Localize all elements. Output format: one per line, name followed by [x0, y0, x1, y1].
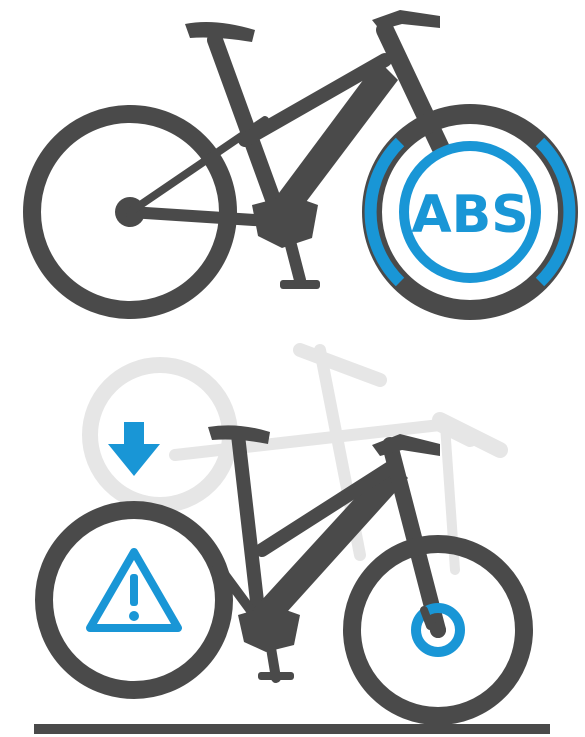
saddle	[208, 425, 270, 444]
rear-wheel	[35, 501, 233, 699]
front-wheel	[343, 535, 533, 725]
abs-label: ABS	[411, 185, 528, 245]
ground-line	[34, 724, 550, 734]
front-brake-disc-icon	[411, 603, 465, 657]
warning-triangle-icon	[86, 548, 182, 632]
rear-wheel	[23, 105, 237, 319]
saddle	[185, 22, 255, 42]
handlebar	[372, 434, 440, 456]
abs-badge	[399, 141, 541, 283]
rear-lift-scene	[34, 343, 550, 734]
ebike-icon: ABS	[23, 10, 578, 320]
down-arrow-icon	[108, 422, 160, 476]
rear-lift-illustration	[0, 330, 585, 737]
battery-down-tube	[248, 460, 408, 622]
handlebar	[372, 10, 440, 30]
battery-down-tube	[270, 60, 398, 210]
abs-bike-illustration: ABS	[0, 0, 585, 330]
ebike-rear-lift-icon	[35, 425, 533, 725]
